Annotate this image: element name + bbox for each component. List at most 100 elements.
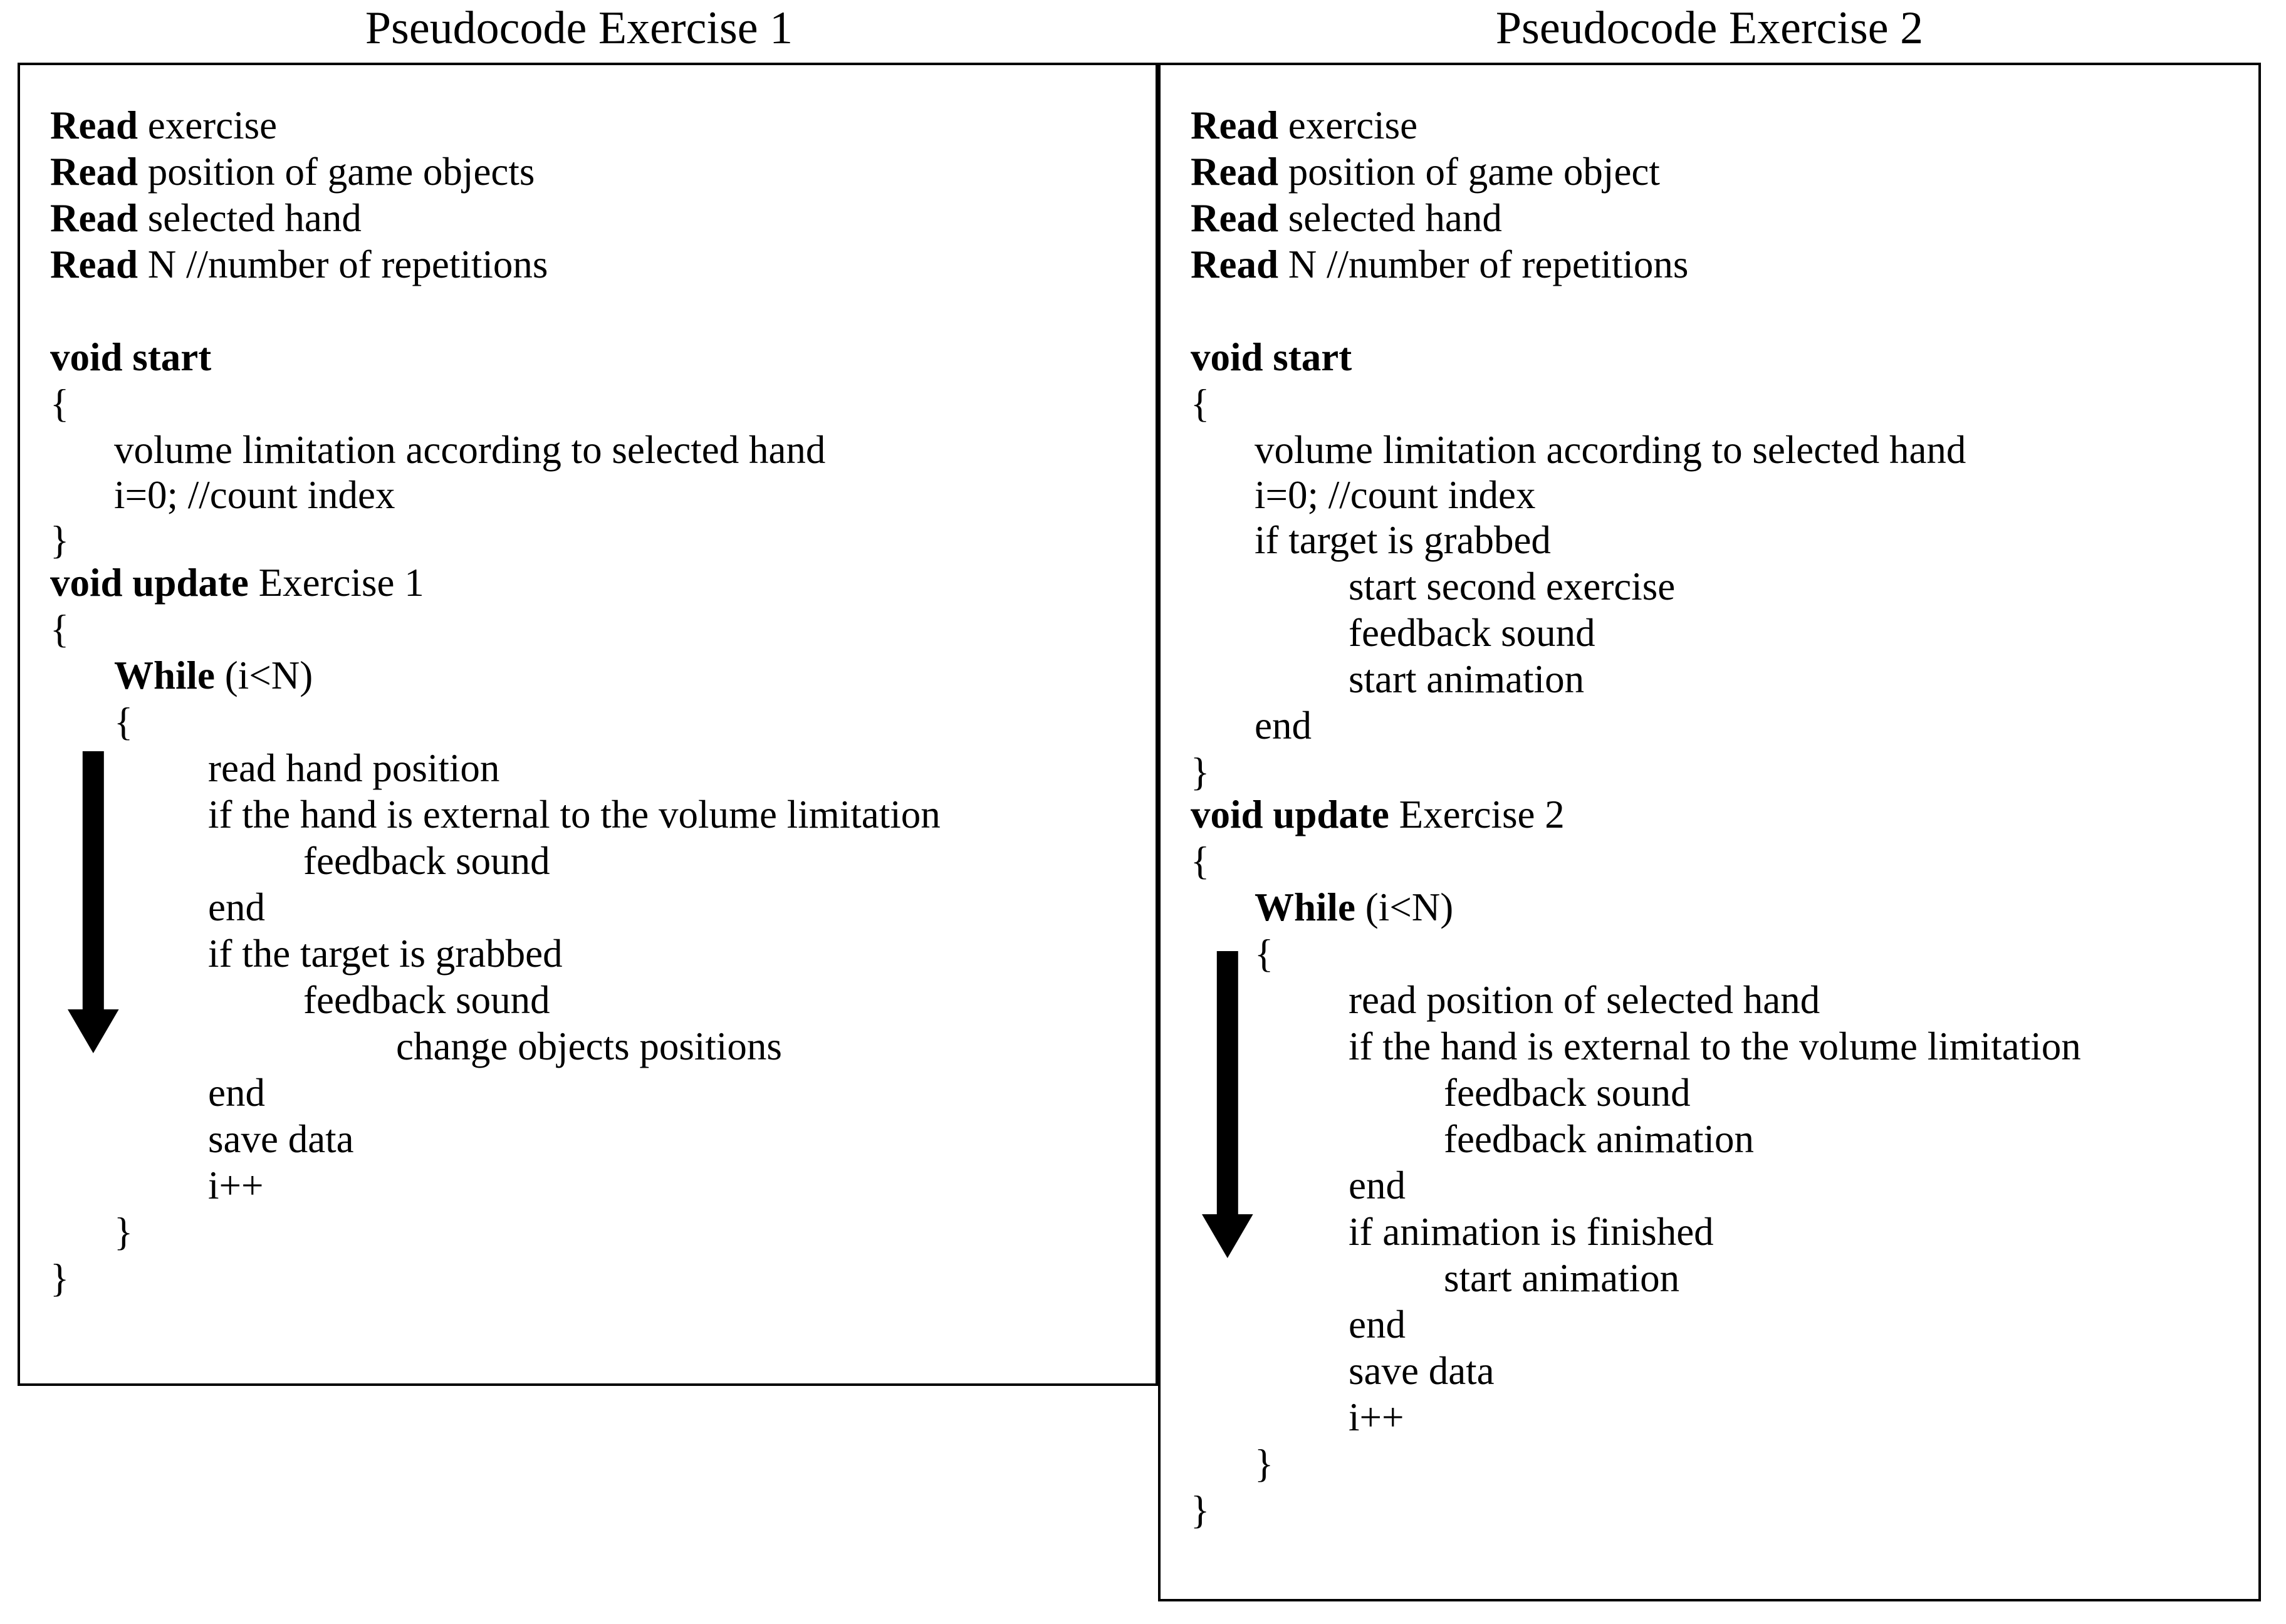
code-text: (i<N) (215, 653, 313, 697)
code-line: } (50, 1256, 69, 1301)
code-line: if the hand is external to the volume li… (208, 792, 941, 837)
code-text: N //number of repetitions (138, 242, 548, 286)
code-text: read hand position (208, 746, 500, 790)
code-line: feedback sound (303, 838, 550, 883)
code-line: } (1191, 1487, 1209, 1533)
code-text: exercise (1278, 103, 1418, 147)
code-line: { (1191, 381, 1209, 426)
code-keyword: Read (50, 242, 138, 286)
code-line: void start (1191, 335, 1352, 380)
code-line: read position of selected hand (1349, 977, 1820, 1023)
code-keyword: void update (50, 561, 249, 605)
code-text: { (50, 607, 70, 651)
code-line: if target is grabbed (1255, 518, 1551, 563)
code-text: start second exercise (1349, 565, 1676, 608)
code-line: Read N //number of repetitions (1191, 242, 1688, 287)
code-text: start animation (1444, 1256, 1680, 1300)
code-text: } (50, 518, 70, 562)
code-text: { (1191, 839, 1210, 883)
code-line: Read N //number of repetitions (50, 242, 548, 287)
code-text: if target is grabbed (1255, 518, 1551, 562)
code-line: start animation (1444, 1256, 1679, 1301)
column-title-exercise-2: Pseudocode Exercise 2 (1495, 3, 1924, 54)
code-keyword: Read (50, 150, 138, 194)
code-text: feedback sound (1444, 1071, 1691, 1115)
code-text: end (1349, 1303, 1406, 1346)
code-text: if animation is finished (1349, 1210, 1714, 1254)
code-keyword: While (1255, 885, 1356, 929)
code-text: (i<N) (1355, 885, 1454, 929)
code-text: read position of selected hand (1349, 978, 1820, 1022)
code-text: } (1191, 1488, 1210, 1532)
code-text: } (50, 1256, 70, 1300)
code-line: Read position of game objects (50, 149, 535, 194)
code-line: end (208, 1070, 265, 1115)
code-line: { (1191, 838, 1209, 883)
code-text: save data (1349, 1349, 1495, 1393)
code-line: end (1255, 703, 1312, 748)
code-text: Exercise 2 (1389, 793, 1565, 836)
code-text: N //number of repetitions (1278, 242, 1689, 286)
code-line: i++ (1349, 1395, 1404, 1440)
code-text: feedback sound (303, 978, 550, 1022)
code-line: feedback sound (1349, 610, 1595, 655)
code-text: if the hand is external to the volume li… (208, 793, 941, 836)
code-line: volume limitation according to selected … (114, 427, 825, 472)
code-line: { (114, 699, 133, 744)
code-keyword: Read (50, 103, 138, 147)
code-text: } (1255, 1442, 1274, 1486)
code-text: if the hand is external to the volume li… (1349, 1024, 2081, 1068)
code-text: end (1255, 704, 1312, 747)
code-keyword: Read (1191, 103, 1278, 147)
code-text: volume limitation according to selected … (114, 428, 826, 472)
code-keyword: Read (1191, 196, 1278, 240)
code-line: end (1349, 1163, 1406, 1208)
code-keyword: void start (50, 335, 212, 379)
loop-arrow-icon (68, 751, 119, 1053)
code-line: feedback animation (1444, 1116, 1754, 1162)
code-text: i=0; //count index (1255, 473, 1536, 517)
code-keyword: void start (1191, 335, 1352, 379)
code-text: feedback sound (303, 839, 550, 883)
code-text: i=0; //count index (114, 473, 395, 517)
code-text: position of game objects (138, 150, 535, 194)
code-line: save data (1349, 1348, 1495, 1393)
code-line: feedback sound (1444, 1070, 1691, 1115)
code-line: void update Exercise 2 (1191, 792, 1565, 837)
code-line: } (1191, 749, 1209, 794)
code-line: if the hand is external to the volume li… (1349, 1024, 2081, 1069)
code-text: { (114, 700, 133, 744)
code-keyword: Read (1191, 242, 1278, 286)
code-line: Read selected hand (50, 195, 362, 241)
code-text: end (208, 885, 265, 929)
code-text: end (1349, 1163, 1406, 1207)
code-line: } (50, 518, 69, 563)
code-text: feedback sound (1349, 611, 1595, 655)
code-line: While (i<N) (114, 653, 313, 698)
code-text: change objects positions (396, 1024, 782, 1068)
code-line: if the target is grabbed (208, 931, 563, 976)
code-line: { (1255, 931, 1273, 976)
code-line: Read selected hand (1191, 195, 1502, 241)
code-text: { (1255, 932, 1274, 976)
code-line: While (i<N) (1255, 885, 1453, 930)
code-text: i++ (1349, 1395, 1404, 1439)
code-text: volume limitation according to selected … (1255, 428, 1966, 472)
code-line: i++ (208, 1163, 264, 1208)
code-text: feedback animation (1444, 1117, 1755, 1161)
code-keyword: Read (1191, 150, 1278, 194)
code-keyword: void update (1191, 793, 1389, 836)
code-text: start animation (1349, 657, 1585, 701)
code-text: exercise (138, 103, 278, 147)
code-line: start second exercise (1349, 564, 1675, 609)
code-line: end (1349, 1302, 1406, 1347)
code-keyword: While (114, 653, 216, 697)
code-line: read hand position (208, 746, 499, 791)
code-text: } (114, 1210, 133, 1254)
code-line: volume limitation according to selected … (1255, 427, 1966, 472)
code-line: end (208, 885, 265, 930)
code-text: save data (208, 1117, 354, 1161)
code-text: { (50, 382, 70, 425)
